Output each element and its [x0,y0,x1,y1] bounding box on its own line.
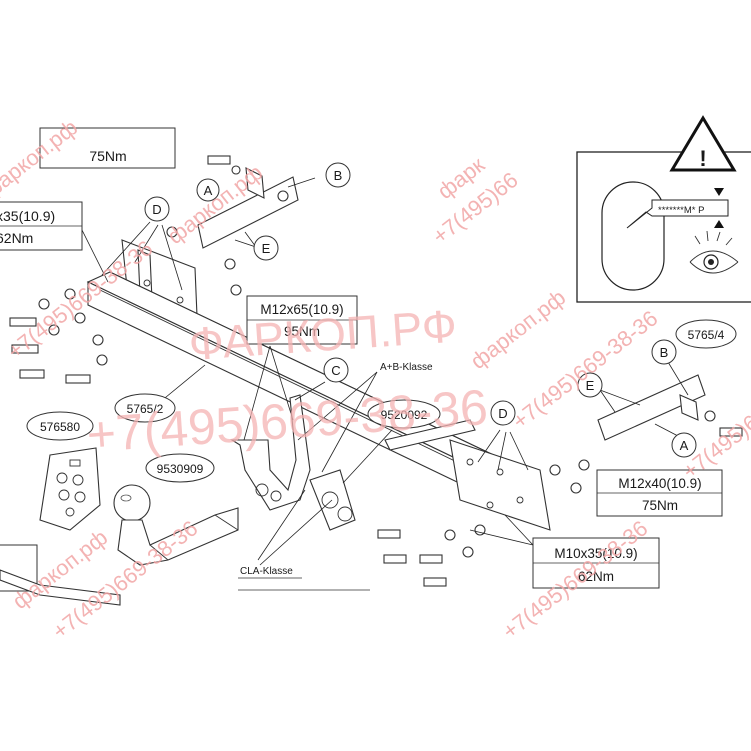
leader-lines [81,177,689,566]
callout-c-center: C [323,357,349,383]
svg-text:5765/4: 5765/4 [688,328,725,342]
svg-text:B: B [660,345,669,360]
callout-a-right: A [671,432,697,458]
svg-text:5765/2: 5765/2 [127,402,164,416]
warning-symbol: ! [699,146,706,171]
warning-triangle-icon [669,115,737,172]
arrow-up-icon [714,220,724,228]
svg-text:576580: 576580 [40,420,80,434]
part-number-labels: 5765/2 5765/4 576580 9530909 9520092 [26,319,737,483]
svg-text:C: C [331,363,340,378]
bottom-left-partial [0,544,121,606]
svg-text:9530909: 9530909 [157,462,204,476]
callout-b-right: B [651,339,677,365]
tow-ball-neck [230,394,356,531]
torque-value: 62Nm [578,569,614,584]
svg-text:B: B [334,168,343,183]
torque-box-right: M12x40(10.9) 75Nm [596,469,723,517]
torque-value: 75Nm [642,498,678,513]
bolt-spec: M12x65(10.9) [260,302,343,317]
eye-icon [689,230,739,274]
gauge-text: *******M* P [658,205,704,216]
svg-text:E: E [262,241,271,256]
electrics-module [39,447,101,531]
class-label-ab: A+B-Klasse [380,362,433,373]
callout-e-left: E [253,235,279,261]
torque-box-center: M12x65(10.9) 95Nm [246,295,358,345]
bolt-spec: M12x40(10.9) [618,476,701,491]
svg-text:A: A [680,438,689,453]
svg-text:D: D [152,202,161,217]
watermark-far-right: +7(495)669-38-36 [678,355,751,484]
crossbar-assembly [9,226,590,587]
bolt-spec: M10x35(10.9) [554,546,637,561]
part-crossbar: 5765/2 [114,393,176,423]
torque-value: 75Nm [89,148,126,164]
part-bracket-right: 5765/4 [675,319,737,349]
warning-panel: ! *******M* P [576,115,751,303]
callout-d-left: D [144,196,170,222]
part-electrics: 576580 [26,411,94,441]
torque-value: 62Nm [0,230,33,246]
torque-box-bottom: M10x35(10.9) 62Nm [532,537,660,589]
watermark-brand-small: фаркоп.рф [466,285,570,374]
arrow-down-icon [714,188,724,196]
svg-text:A: A [204,183,213,198]
class-label-cla: CLA-Klasse [240,566,293,577]
callout-e-right: E [577,372,603,398]
bracket-a-right [597,374,743,441]
torque-box-left: x35(10.9) 62Nm [0,201,83,251]
callout-a-left: A [196,178,220,202]
callout-b-left: B [325,162,351,188]
ball-hitch [113,484,239,566]
svg-text:9520092: 9520092 [381,408,428,422]
watermark-brand-big: ФАРКОП.РФ [187,299,458,370]
part-ball: 9530909 [145,453,215,483]
torque-value: 95Nm [284,324,320,339]
svg-text:D: D [498,406,507,421]
bolt-spec: x35(10.9) [0,208,55,224]
torque-box-top-left: 75Nm [39,127,176,169]
svg-text:E: E [586,378,595,393]
callout-d-right: D [490,400,516,426]
callouts: A B D E C B E A [144,162,697,458]
part-clamp: 9520092 [367,399,441,429]
bracket-a-left [197,155,299,249]
